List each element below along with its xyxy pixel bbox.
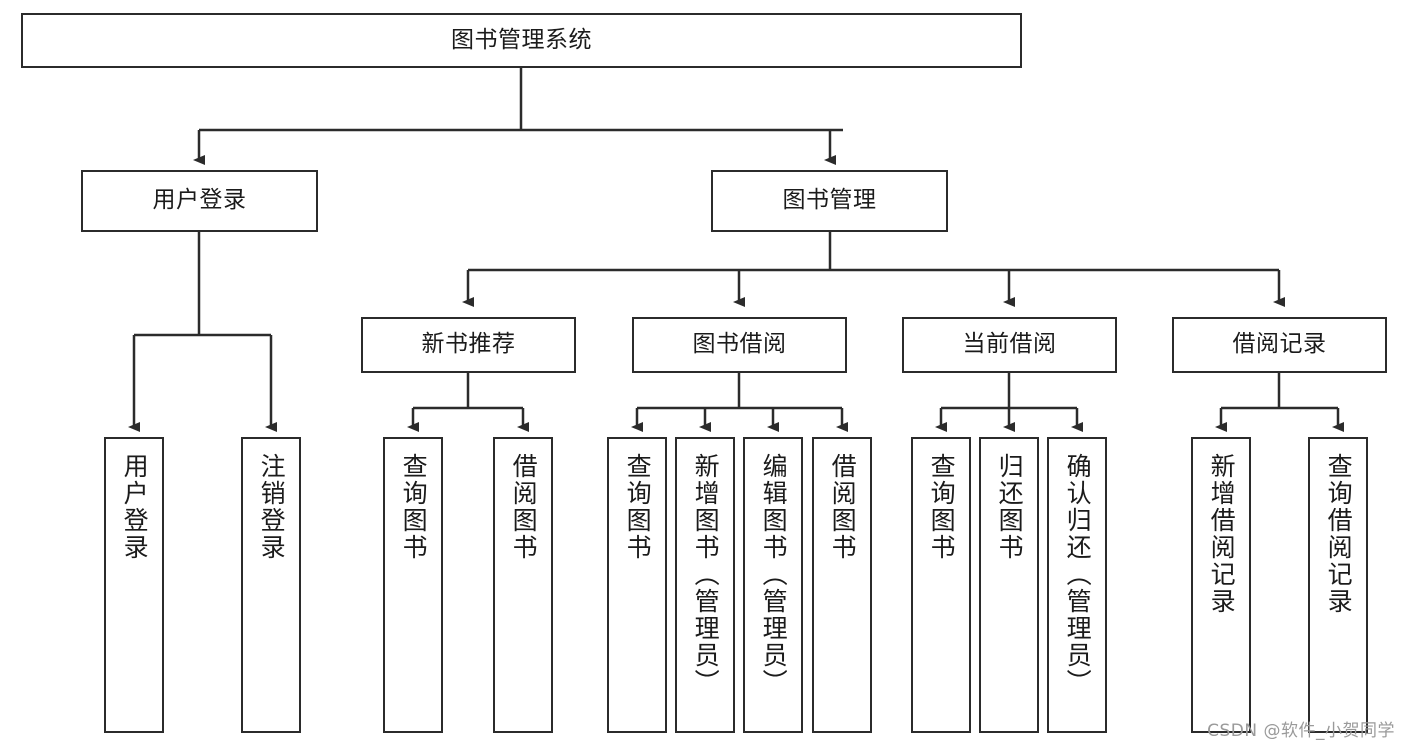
node-user-login[interactable]: 用户登录 bbox=[81, 170, 318, 232]
leaf-cb-confirm-return[interactable]: 确认归还（管理员） bbox=[1047, 437, 1107, 733]
leaf-nb-borrow-book-label: 借阅图书 bbox=[509, 453, 539, 561]
leaf-logout[interactable]: 注销登录 bbox=[241, 437, 301, 733]
node-book-borrow[interactable]: 图书借阅 bbox=[632, 317, 847, 373]
leaf-user-login[interactable]: 用户登录 bbox=[104, 437, 164, 733]
node-borrow-record[interactable]: 借阅记录 bbox=[1172, 317, 1387, 373]
node-current-borrow-label: 当前借阅 bbox=[962, 331, 1057, 358]
leaf-br-query-record-label: 查询借阅记录 bbox=[1324, 453, 1354, 615]
node-root[interactable]: 图书管理系统 bbox=[21, 13, 1022, 68]
leaf-bb-add-book-label: 新增图书（管理员） bbox=[691, 453, 721, 696]
leaf-bb-add-book[interactable]: 新增图书（管理员） bbox=[675, 437, 735, 733]
leaf-br-add-record-label: 新增借阅记录 bbox=[1207, 453, 1237, 615]
leaf-bb-borrow-book-label: 借阅图书 bbox=[828, 453, 858, 561]
leaf-bb-edit-book[interactable]: 编辑图书（管理员） bbox=[743, 437, 803, 733]
node-new-book-recommend-label: 新书推荐 bbox=[421, 331, 516, 358]
node-current-borrow[interactable]: 当前借阅 bbox=[902, 317, 1117, 373]
leaf-bb-query-book-label: 查询图书 bbox=[623, 453, 653, 561]
leaf-cb-return-book[interactable]: 归还图书 bbox=[979, 437, 1039, 733]
leaf-cb-return-book-label: 归还图书 bbox=[995, 453, 1025, 561]
leaf-bb-query-book[interactable]: 查询图书 bbox=[607, 437, 667, 733]
node-root-label: 图书管理系统 bbox=[451, 26, 592, 53]
leaf-bb-borrow-book[interactable]: 借阅图书 bbox=[812, 437, 872, 733]
leaf-cb-query-book[interactable]: 查询图书 bbox=[911, 437, 971, 733]
leaf-bb-edit-book-label: 编辑图书（管理员） bbox=[759, 453, 789, 696]
leaf-nb-borrow-book[interactable]: 借阅图书 bbox=[493, 437, 553, 733]
node-borrow-record-label: 借阅记录 bbox=[1232, 331, 1327, 358]
leaf-user-login-label: 用户登录 bbox=[120, 453, 150, 561]
leaf-nb-query-book-label: 查询图书 bbox=[399, 453, 429, 561]
watermark: CSDN @软件_小贺同学 bbox=[1207, 721, 1395, 741]
node-book-manage-label: 图书管理 bbox=[782, 187, 877, 214]
leaf-br-query-record[interactable]: 查询借阅记录 bbox=[1308, 437, 1368, 733]
node-user-login-label: 用户登录 bbox=[152, 187, 247, 214]
leaf-logout-label: 注销登录 bbox=[257, 453, 287, 561]
leaf-cb-confirm-return-label: 确认归还（管理员） bbox=[1063, 453, 1093, 696]
node-book-manage[interactable]: 图书管理 bbox=[711, 170, 948, 232]
leaf-nb-query-book[interactable]: 查询图书 bbox=[383, 437, 443, 733]
node-book-borrow-label: 图书借阅 bbox=[692, 331, 787, 358]
leaf-cb-query-book-label: 查询图书 bbox=[927, 453, 957, 561]
node-new-book-recommend[interactable]: 新书推荐 bbox=[361, 317, 576, 373]
leaf-br-add-record[interactable]: 新增借阅记录 bbox=[1191, 437, 1251, 733]
